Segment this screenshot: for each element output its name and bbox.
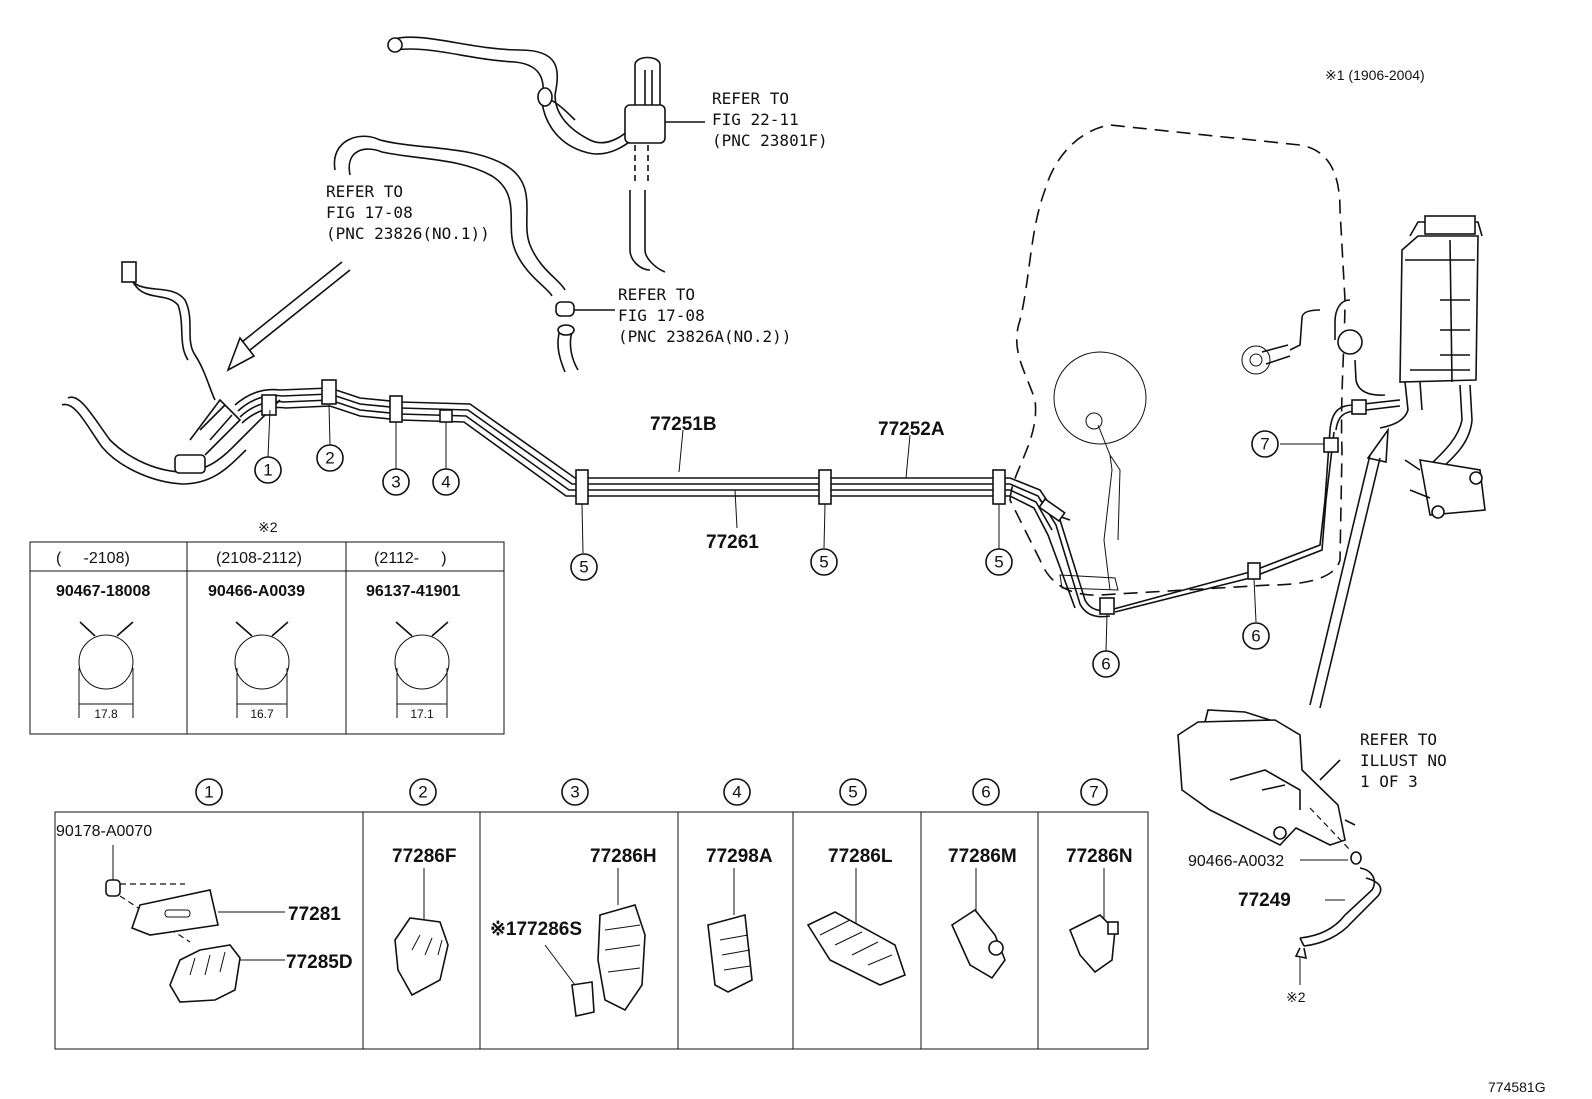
clamp-col-1: ( -2108) 90467-18008 17.8	[56, 550, 150, 721]
callout-4: 4	[432, 468, 460, 496]
part-77261: 77261	[706, 532, 759, 553]
svg-text:3: 3	[391, 473, 400, 492]
clamp-col-2: (2108-2112) 90466-A0039 16.7	[208, 550, 305, 721]
svg-text:1: 1	[204, 783, 213, 802]
svg-text:5: 5	[579, 558, 588, 577]
svg-text:2: 2	[325, 449, 334, 468]
svg-text:5: 5	[819, 553, 828, 572]
svg-text:4: 4	[441, 473, 450, 492]
bundle-clamps	[261, 379, 1339, 615]
svg-text:5: 5	[994, 553, 1003, 572]
detail-panel-2: 2 77286F	[392, 778, 456, 997]
figure-id: 774581G	[1488, 1079, 1546, 1095]
svg-text:7: 7	[1260, 435, 1269, 454]
reference-illust: REFER TO ILLUST NO 1 OF 3	[1360, 730, 1447, 791]
detail-panel-1: 1 90178-A0070 77281 77285D	[56, 778, 353, 1003]
filler-assembly	[61, 261, 281, 485]
callout-2: 2	[316, 444, 344, 472]
svg-text:FIG 17-08: FIG 17-08	[326, 203, 413, 222]
clamp-range-1: ( -2108)	[56, 550, 130, 567]
part-77286l: 77286L	[828, 846, 893, 867]
part-90178-a0070: 90178-A0070	[56, 823, 152, 840]
footnote-1: ※1 (1906-2004)	[1325, 67, 1425, 83]
callout-6a: 6	[1092, 650, 1120, 678]
direction-arrow-up	[1309, 427, 1389, 709]
detail-panel-6: 6 77286M	[948, 778, 1017, 980]
part-77286h: 77286H	[590, 846, 657, 867]
detail-panel-3: 3 77286H ※177286S	[490, 778, 657, 1017]
svg-text:(PNC 23826A(NO.2)): (PNC 23826A(NO.2))	[618, 327, 791, 346]
clamp-table: ※2 ( -2108) 90467-18008 17.8 (2108-2112)…	[29, 519, 505, 735]
svg-text:(PNC 23801F): (PNC 23801F)	[712, 131, 828, 150]
part-77286n: 77286N	[1066, 846, 1133, 867]
callout-7: 7	[1251, 430, 1279, 458]
detail-panels: 1 90178-A0070 77281 77285D 2 77286F	[54, 778, 1149, 1050]
upper-hoses	[333, 36, 705, 373]
svg-text:REFER TO: REFER TO	[618, 285, 695, 304]
charcoal-canister	[1241, 215, 1486, 519]
svg-text:REFER TO: REFER TO	[326, 182, 403, 201]
part-77252a: 77252A	[878, 419, 945, 440]
clamp-part-2: 90466-A0039	[208, 583, 305, 600]
part-77286m: 77286M	[948, 846, 1017, 867]
svg-text:FIG 17-08: FIG 17-08	[618, 306, 705, 325]
fuel-tank-outline	[1009, 124, 1346, 596]
callout-6b: 6	[1242, 622, 1270, 650]
svg-text:5: 5	[848, 783, 857, 802]
clamp-table-note: ※2	[258, 519, 278, 535]
svg-text:6: 6	[1251, 627, 1260, 646]
part-90466-a0032: 90466-A0032	[1188, 853, 1284, 870]
direction-arrow-left	[226, 261, 351, 372]
svg-text:ILLUST NO: ILLUST NO	[1360, 751, 1447, 770]
svg-text:1: 1	[263, 461, 272, 480]
callout-leaders	[267, 404, 1324, 652]
part-77286s: ※177286S	[490, 919, 582, 940]
svg-text:2: 2	[418, 783, 427, 802]
clamp-dim-3: 17.1	[410, 707, 434, 721]
clamp-range-2: (2108-2112)	[216, 550, 302, 567]
reference-17-08-no2: REFER TO FIG 17-08 (PNC 23826A(NO.2))	[618, 285, 791, 346]
svg-text:7: 7	[1089, 783, 1098, 802]
part-77286f: 77286F	[392, 846, 456, 867]
lower-canister	[1177, 709, 1382, 960]
detail-panel-4: 4 77298A	[706, 778, 773, 993]
svg-text:FIG 22-11: FIG 22-11	[712, 110, 799, 129]
clamp-part-3: 96137-41901	[366, 583, 460, 600]
svg-text:REFER TO: REFER TO	[1360, 730, 1437, 749]
part-77298a: 77298A	[706, 846, 773, 867]
note2-marker: ※2	[1286, 989, 1306, 1005]
svg-text:3: 3	[570, 783, 579, 802]
callout-5b: 5	[810, 548, 838, 576]
reference-22-11: REFER TO FIG 22-11 (PNC 23801F)	[712, 89, 828, 150]
clamp-col-3: (2112- ) 96137-41901 17.1	[366, 550, 460, 721]
detail-panel-7: 7 77286N	[1066, 778, 1133, 974]
clamp-range-3: (2112- )	[374, 550, 447, 567]
detail-panel-5: 5 77286L	[806, 778, 906, 986]
callout-5c: 5	[985, 548, 1013, 576]
svg-text:6: 6	[1101, 655, 1110, 674]
svg-text:6: 6	[981, 783, 990, 802]
clamp-dim-2: 16.7	[250, 707, 274, 721]
part-77251b: 77251B	[650, 414, 717, 435]
part-77249: 77249	[1238, 890, 1291, 911]
svg-text:1 OF 3: 1 OF 3	[1360, 772, 1418, 791]
callout-3: 3	[382, 468, 410, 496]
part-77285d: 77285D	[286, 952, 353, 973]
reference-17-08-no1: REFER TO FIG 17-08 (PNC 23826(NO.1))	[326, 182, 490, 243]
svg-text:4: 4	[732, 783, 741, 802]
clamp-dim-1: 17.8	[94, 707, 118, 721]
svg-text:(PNC 23826(NO.1)): (PNC 23826(NO.1))	[326, 224, 490, 243]
svg-text:REFER TO: REFER TO	[712, 89, 789, 108]
callout-5a: 5	[570, 553, 598, 581]
part-77281: 77281	[288, 904, 341, 925]
clamp-part-1: 90467-18008	[56, 583, 150, 600]
callout-1: 1	[254, 456, 282, 484]
